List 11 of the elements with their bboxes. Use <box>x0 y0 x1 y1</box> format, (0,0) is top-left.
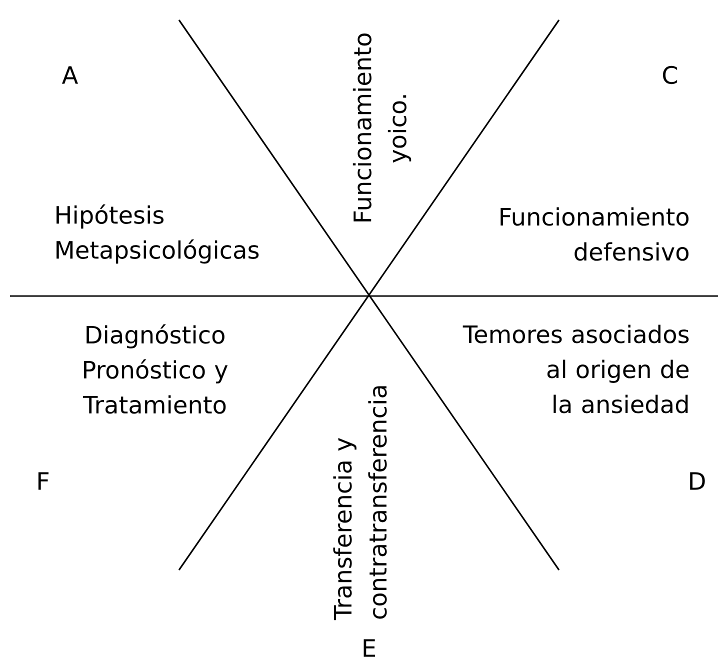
sector-label: Funcionamiento defensivo <box>500 207 689 261</box>
sector-label: Hipótesis Metapsicológicas <box>56 204 259 264</box>
sector-letter: E <box>364 639 376 657</box>
sector-letter: A <box>62 66 78 84</box>
sector-label: Temores asociados al origen de la ansiedad <box>462 324 689 414</box>
sector-letter: F <box>38 472 48 490</box>
sector-label: Diagnóstico Pronóstico y Tratamiento <box>82 324 228 414</box>
sector-label: Transferencia y contratransferencia <box>333 386 387 620</box>
sector-letter: D <box>690 472 705 490</box>
sector-letter: C <box>662 66 678 84</box>
sector-label: Funcionamiento yoico. <box>352 34 412 222</box>
